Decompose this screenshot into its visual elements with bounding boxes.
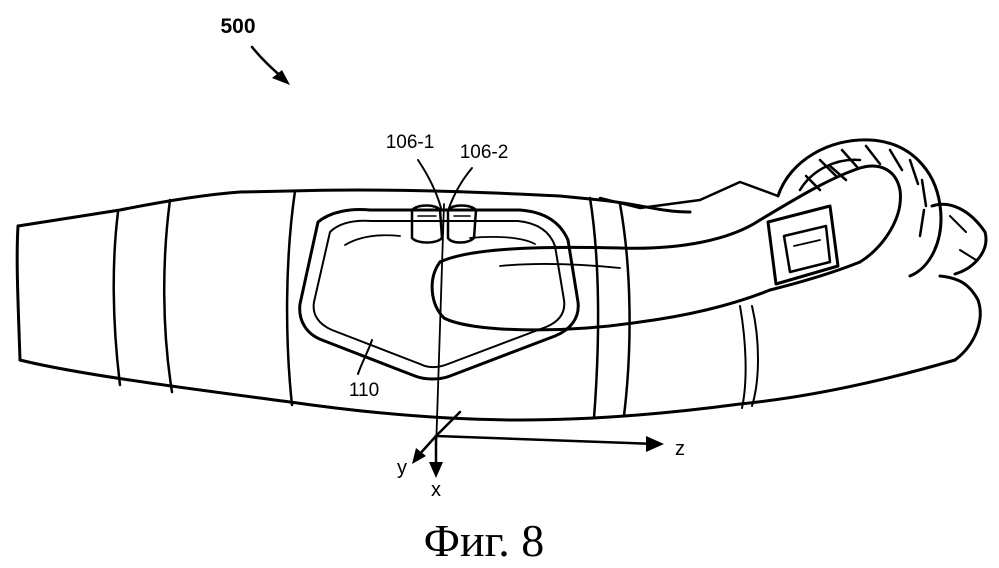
ref-label-500: 500 xyxy=(220,15,255,38)
axis-label-y: y xyxy=(397,457,407,479)
leader-106-2 xyxy=(449,168,472,208)
ref-label-110: 110 xyxy=(349,380,379,401)
leader-106-1 xyxy=(418,160,441,208)
coordinate-axes xyxy=(412,412,664,478)
axis-label-x: x xyxy=(431,479,441,501)
ref-label-106-2: 106-2 xyxy=(460,142,509,163)
limb-body xyxy=(17,190,980,420)
axis-label-z: z xyxy=(675,438,685,460)
cable-strap xyxy=(432,166,900,330)
figure-caption: Фиг. 8 xyxy=(424,515,545,563)
ref-label-106-1: 106-1 xyxy=(386,132,435,153)
ref-arrow-500 xyxy=(252,47,290,85)
